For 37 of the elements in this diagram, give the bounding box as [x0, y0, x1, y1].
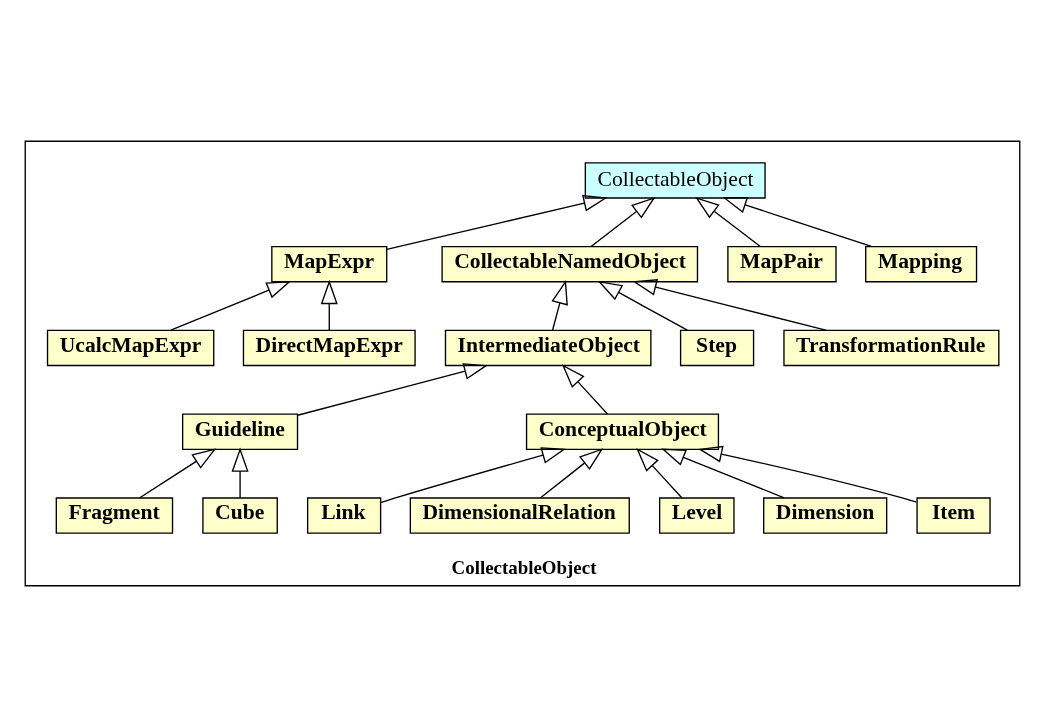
arrow [661, 448, 785, 499]
node-box: IntermediateObject [444, 329, 652, 367]
arrow [297, 363, 489, 416]
node-box: MapExpr [271, 245, 388, 283]
arrow [139, 448, 217, 499]
arrow [722, 196, 873, 248]
arrow [539, 448, 604, 499]
arrow [632, 279, 828, 331]
node-box: Item [916, 497, 991, 534]
arrow [597, 280, 688, 331]
node-box: Step [679, 329, 755, 367]
node-box: UcalcMapExpr [46, 329, 215, 367]
node-box: MapPair [727, 245, 837, 283]
node-box: Level [658, 497, 735, 534]
node-box: Cube [202, 497, 278, 534]
arrow [590, 196, 656, 248]
node-box: DirectMapExpr [242, 329, 416, 367]
arrow [636, 447, 683, 499]
arrow [551, 279, 568, 331]
node-box: Mapping [865, 245, 978, 283]
arrow [170, 281, 292, 331]
arrow [695, 196, 761, 248]
arrow [561, 364, 609, 415]
node-box: TransformationRule [783, 329, 1000, 367]
arrow [231, 447, 249, 499]
node-box: Fragment [55, 497, 174, 534]
arrow [698, 445, 918, 503]
node-box: Dimension [763, 497, 888, 534]
node-box: CollectableObject [584, 162, 766, 199]
arrow [386, 194, 608, 250]
arrow [320, 279, 338, 331]
node-box: ConceptualObject [525, 413, 720, 450]
node-box: Guideline [181, 413, 299, 450]
node-box: CollectableNamedObject [441, 245, 699, 283]
node-box: DimensionalRelation [409, 497, 630, 534]
arrow [380, 447, 566, 504]
node-box: Link [306, 497, 382, 534]
